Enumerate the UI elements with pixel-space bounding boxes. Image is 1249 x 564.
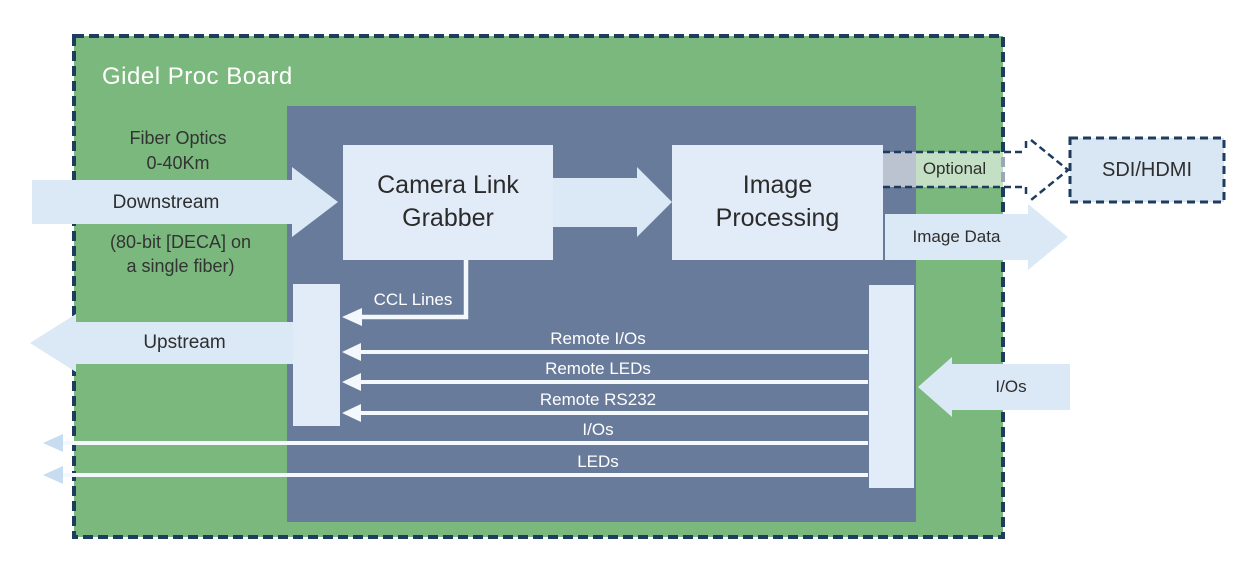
downstream-label: Downstream	[112, 192, 220, 213]
leds-exit-arrowhead	[43, 466, 63, 484]
camera-link-grabber-line1: Camera Link	[377, 171, 519, 199]
downstream-arrow	[32, 167, 338, 237]
image-data-label: Image Data	[912, 227, 1001, 246]
upstream-label: Upstream	[143, 332, 226, 353]
ios-line-label: I/Os	[582, 420, 614, 439]
image-processing-label: Image Processing	[672, 169, 883, 235]
camera-link-grabber-block	[343, 145, 553, 260]
ios-input-arrow	[918, 357, 1070, 417]
remote-ios-label: Remote I/Os	[550, 329, 646, 348]
remote-ios-arrowhead	[342, 343, 361, 361]
ccl-lines-connector	[361, 260, 469, 320]
image-processing-line1: Image	[742, 171, 813, 199]
image-processing-block	[672, 145, 883, 260]
upstream-arrow	[30, 314, 293, 372]
remote-rs232-label: Remote RS232	[539, 390, 657, 409]
left-connector-bar	[293, 284, 340, 426]
image-processing-line2: Processing	[715, 204, 840, 232]
board-title: Gidel Proc Board	[102, 63, 293, 90]
leds-line-label: LEDs	[577, 452, 619, 471]
deca-note-line2: a single fiber)	[126, 256, 235, 276]
sdi-hdmi-block	[1068, 136, 1226, 204]
image-data-arrow	[885, 204, 1068, 270]
optional-label: Optional	[922, 159, 987, 178]
remote-rs232-arrowhead	[342, 404, 361, 422]
deca-note-line1: (80-bit [DECA] on	[109, 232, 252, 252]
camera-link-grabber-line2: Grabber	[402, 204, 494, 232]
remote-leds-label: Remote LEDs	[545, 359, 651, 378]
right-connector-bar	[869, 285, 914, 488]
grabber-to-processing-arrow	[553, 167, 672, 237]
optional-dashed-arrow	[883, 139, 1070, 201]
camera-link-grabber-label: Camera Link Grabber	[343, 169, 553, 235]
signal-lines	[63, 350, 868, 477]
fiber-optics-label: Fiber Optics 0-40Km	[103, 126, 253, 176]
ios-input-label: I/Os	[995, 377, 1027, 396]
ccl-lines-label: CCL Lines	[373, 290, 453, 309]
fiber-optics-line1: Fiber Optics	[129, 128, 227, 148]
deca-note: (80-bit [DECA] on a single fiber)	[93, 230, 268, 278]
sdi-hdmi-label: SDI/HDMI	[1102, 159, 1192, 181]
fiber-optics-line2: 0-40Km	[146, 153, 210, 173]
ios-exit-arrowhead	[43, 434, 63, 452]
remote-leds-arrowhead	[342, 373, 361, 391]
ccl-lines-arrowhead	[342, 308, 362, 326]
